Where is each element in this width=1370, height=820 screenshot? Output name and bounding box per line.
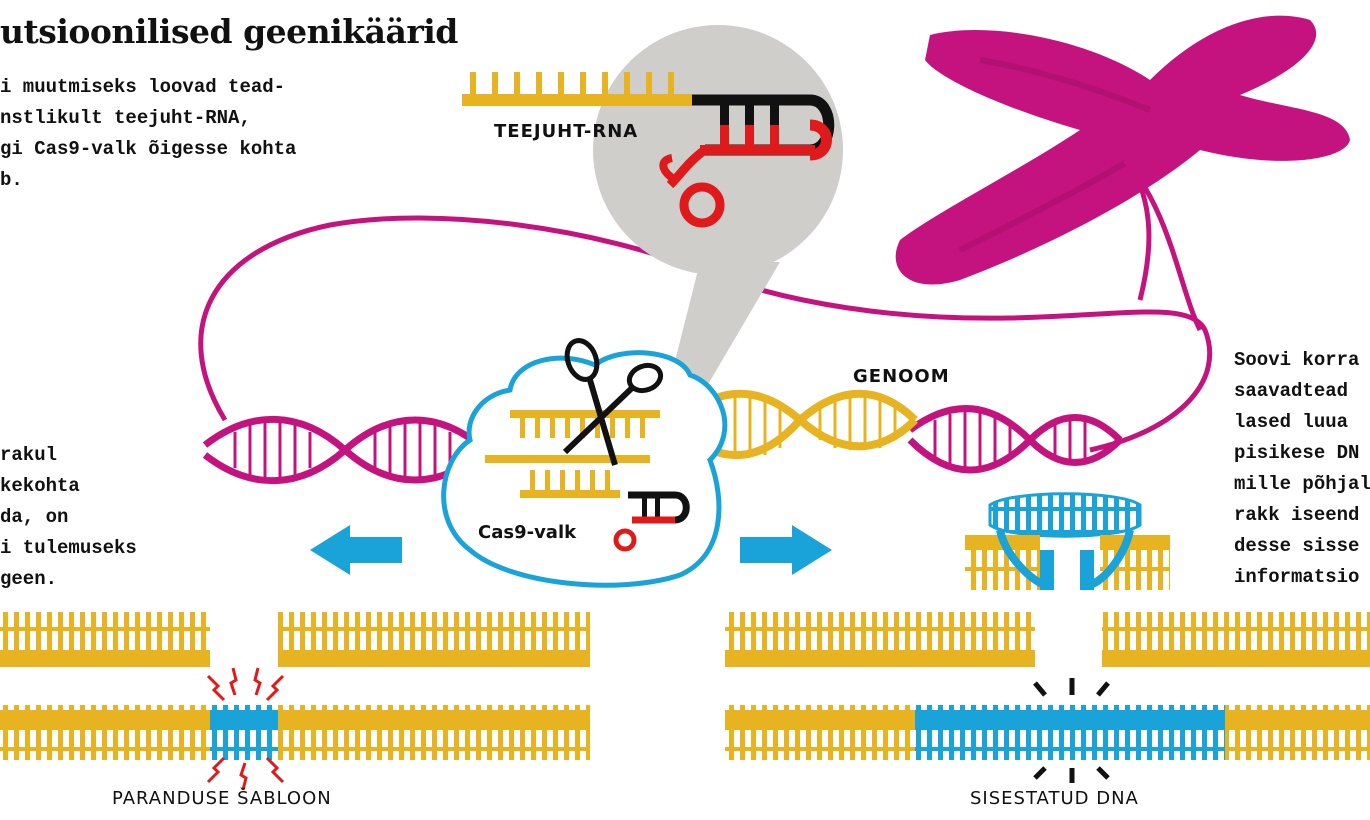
right-explanation-text: Soovi korra saavadtead lased luua pisike… xyxy=(1234,349,1370,588)
guide-rna-label: TEEJUHT-RNA xyxy=(494,121,639,142)
page-title: utsioonilised geenikäärid xyxy=(0,12,458,51)
cas9-protein xyxy=(441,350,728,588)
dna-cut-top-right xyxy=(725,612,1370,667)
dna-cut-top-left xyxy=(0,612,590,667)
guide-rna-graphic xyxy=(462,72,835,228)
cas9-label: Cas9-valk xyxy=(478,522,577,543)
dna-helix-magenta-right xyxy=(907,405,1123,474)
repair-template-label: PARANDUSE ŠABLOON xyxy=(112,788,332,809)
arrow-right xyxy=(740,525,832,575)
left-explanation-text: rakul kekohta da, on i tulemuseks geen. xyxy=(0,444,137,590)
dna-open-region xyxy=(485,410,660,498)
inserted-dna-label: SISESTATUD DNA xyxy=(970,788,1139,809)
spark-marks-left xyxy=(206,667,285,791)
arrow-left xyxy=(310,525,402,575)
dna-strand-loop xyxy=(198,148,1213,453)
dna-template-ring xyxy=(965,492,1170,590)
guide-rna-small xyxy=(613,491,690,552)
scissors-icon xyxy=(562,338,664,466)
dna-helix-magenta-left xyxy=(202,415,488,485)
intro-text: i muutmiseks loovad tead- nstlikult teej… xyxy=(0,76,297,191)
dna-inserted-right xyxy=(725,705,1370,760)
dna-repaired-left xyxy=(0,705,590,760)
burst-marks-right xyxy=(1033,678,1110,783)
genome-label: GENOOM xyxy=(853,366,950,387)
